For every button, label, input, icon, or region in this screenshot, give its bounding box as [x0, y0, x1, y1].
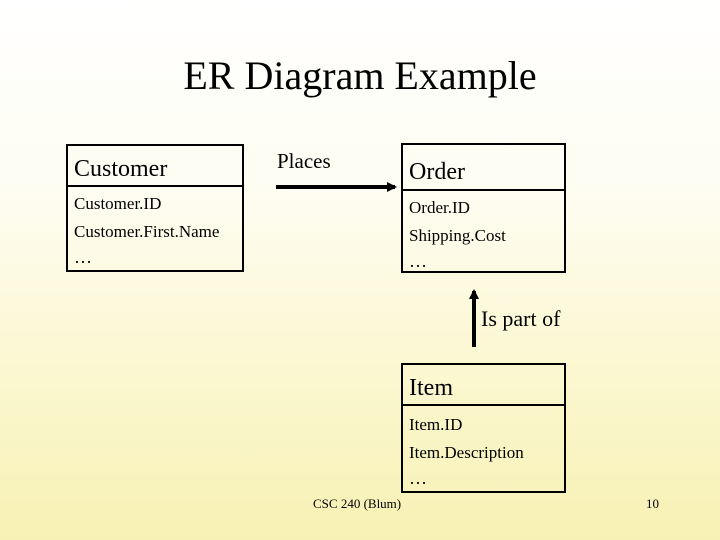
item-id-attribute: Item.ID	[409, 415, 463, 434]
item-entity-name: Item	[403, 365, 564, 406]
slide-title: ER Diagram Example	[183, 53, 537, 98]
order-attribute-list: Order.ID Shipping.Cost …	[403, 191, 564, 272]
order-entity-name: Order	[403, 145, 564, 191]
order-entity: Order Order.ID Shipping.Cost …	[401, 143, 566, 273]
order-more-attributes: …	[409, 251, 427, 271]
shipping-cost-attribute: Shipping.Cost	[409, 226, 506, 245]
customer-first-name-attribute: Customer.First.Name	[74, 222, 220, 241]
customer-entity: Customer Customer.ID Customer.First.Name…	[66, 144, 244, 272]
customer-more-attributes: …	[74, 247, 92, 267]
footer-course: CSC 240 (Blum)	[313, 496, 402, 511]
places-relationship-label: Places	[277, 149, 331, 173]
order-id-attribute: Order.ID	[409, 198, 470, 217]
customer-attribute-list: Customer.ID Customer.First.Name …	[68, 187, 242, 268]
is-part-of-relationship-label: Is part of	[481, 306, 561, 331]
customer-id-attribute: Customer.ID	[74, 194, 162, 213]
item-entity: Item Item.ID Item.Description …	[401, 363, 566, 493]
item-attribute-list: Item.ID Item.Description …	[403, 406, 564, 489]
page-number: 10	[646, 496, 659, 511]
item-more-attributes: …	[409, 468, 427, 488]
item-description-attribute: Item.Description	[409, 443, 524, 462]
customer-entity-name: Customer	[68, 146, 242, 187]
